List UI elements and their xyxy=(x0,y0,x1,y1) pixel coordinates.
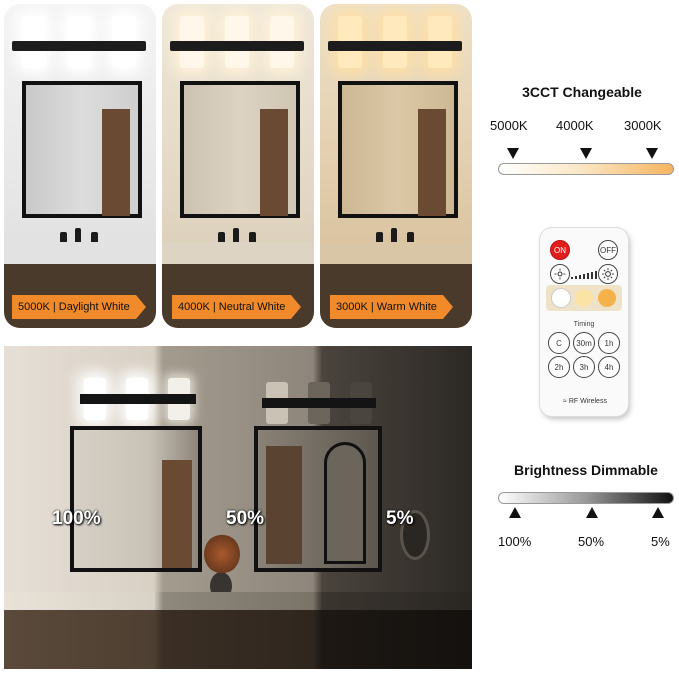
reflected-door xyxy=(162,460,192,568)
countertop xyxy=(162,242,314,264)
wifi-icon: ≈ xyxy=(563,398,567,405)
cct-panel-4000k xyxy=(162,4,314,328)
cct-title: 3CCT Changeable xyxy=(522,84,642,100)
brightness-label-5: 5% xyxy=(651,534,670,549)
vanity-light-bar xyxy=(12,41,146,51)
timer-1h-button[interactable]: 1h xyxy=(598,332,620,354)
countertop xyxy=(4,242,156,264)
cct-panel-5000k xyxy=(4,4,156,328)
brightness-marker-50 xyxy=(586,507,598,518)
cct-marker-5000k xyxy=(507,148,519,159)
flowers xyxy=(204,534,240,574)
cct-marker-4000k xyxy=(580,148,592,159)
reflected-door xyxy=(260,109,288,216)
brightness-ramp-icon xyxy=(571,271,599,279)
vanity-cabinet xyxy=(4,610,472,669)
reflected-door xyxy=(266,446,302,564)
cct-tag-3000k: 3000K | Warm White xyxy=(330,295,453,319)
brightness-marker-5 xyxy=(652,507,664,518)
countertop xyxy=(320,242,472,264)
brightness-marker-100 xyxy=(509,507,521,518)
rf-label-text: RF Wireless xyxy=(568,398,607,405)
timer-3h-button[interactable]: 3h xyxy=(573,356,595,378)
countertop xyxy=(4,592,472,610)
cct-label-3000k: 3000K xyxy=(624,118,662,133)
timer-c-button[interactable]: C xyxy=(548,332,570,354)
sun-large-icon xyxy=(602,268,614,280)
reflected-door xyxy=(102,109,130,216)
vanity-light-bar xyxy=(328,41,462,51)
brightness-up-button[interactable] xyxy=(598,264,618,284)
rf-remote-control: ON OFF Timing C 30m 1h 2h 3h 4h ≈ RF Wir… xyxy=(540,228,628,416)
cct-tag-label: 5000K | Daylight White xyxy=(12,295,136,319)
timer-2h-button[interactable]: 2h xyxy=(548,356,570,378)
brightness-demo-photo: 100% 50% 5% xyxy=(4,346,472,669)
reflected-arch-mirror xyxy=(324,442,366,564)
cct-tag-4000k: 4000K | Neutral White xyxy=(172,295,302,319)
vanity-light-bar xyxy=(170,41,304,51)
brightness-label-50: 50% xyxy=(578,534,605,549)
cct-marker-3000k xyxy=(646,148,658,159)
round-wall-mirror xyxy=(400,510,430,560)
sun-small-icon xyxy=(554,268,566,280)
mirror-right xyxy=(254,426,382,572)
cct-label-5000k: 5000K xyxy=(490,118,528,133)
faucet xyxy=(214,228,260,244)
cct-tag-label: 3000K | Warm White xyxy=(330,295,443,319)
vanity-light-bar xyxy=(262,398,376,408)
brightness-gradient-bar xyxy=(498,492,674,504)
cct-label-4000k: 4000K xyxy=(556,118,594,133)
neutral-white-button[interactable] xyxy=(575,289,593,307)
vanity-light-bar xyxy=(80,394,196,404)
cct-gradient-bar xyxy=(498,163,674,175)
power-on-button[interactable]: ON xyxy=(550,240,570,260)
mirror xyxy=(22,81,142,218)
faucet xyxy=(56,228,102,244)
faucet xyxy=(372,228,418,244)
warm-white-button[interactable] xyxy=(598,289,616,307)
brightness-50-label: 50% xyxy=(226,508,265,529)
brightness-label-100: 100% xyxy=(498,534,532,549)
reflected-door xyxy=(418,109,446,216)
power-off-button[interactable]: OFF xyxy=(598,240,618,260)
daylight-white-button[interactable] xyxy=(552,289,570,307)
timer-4h-button[interactable]: 4h xyxy=(598,356,620,378)
mirror xyxy=(180,81,300,218)
brightness-title: Brightness Dimmable xyxy=(514,462,658,478)
brightness-down-button[interactable] xyxy=(550,264,570,284)
cct-tag-5000k: 5000K | Daylight White xyxy=(12,295,146,319)
timing-label: Timing xyxy=(573,321,595,328)
mirror xyxy=(338,81,458,218)
mirror-left xyxy=(70,426,202,572)
cct-panel-3000k xyxy=(320,4,472,328)
cct-tag-label: 4000K | Neutral White xyxy=(172,295,292,319)
timer-30m-button[interactable]: 30m xyxy=(573,332,595,354)
brightness-100-label: 100% xyxy=(52,508,101,529)
brightness-5-label: 5% xyxy=(386,508,414,529)
rf-wireless-label: ≈ RF Wireless xyxy=(548,398,622,405)
